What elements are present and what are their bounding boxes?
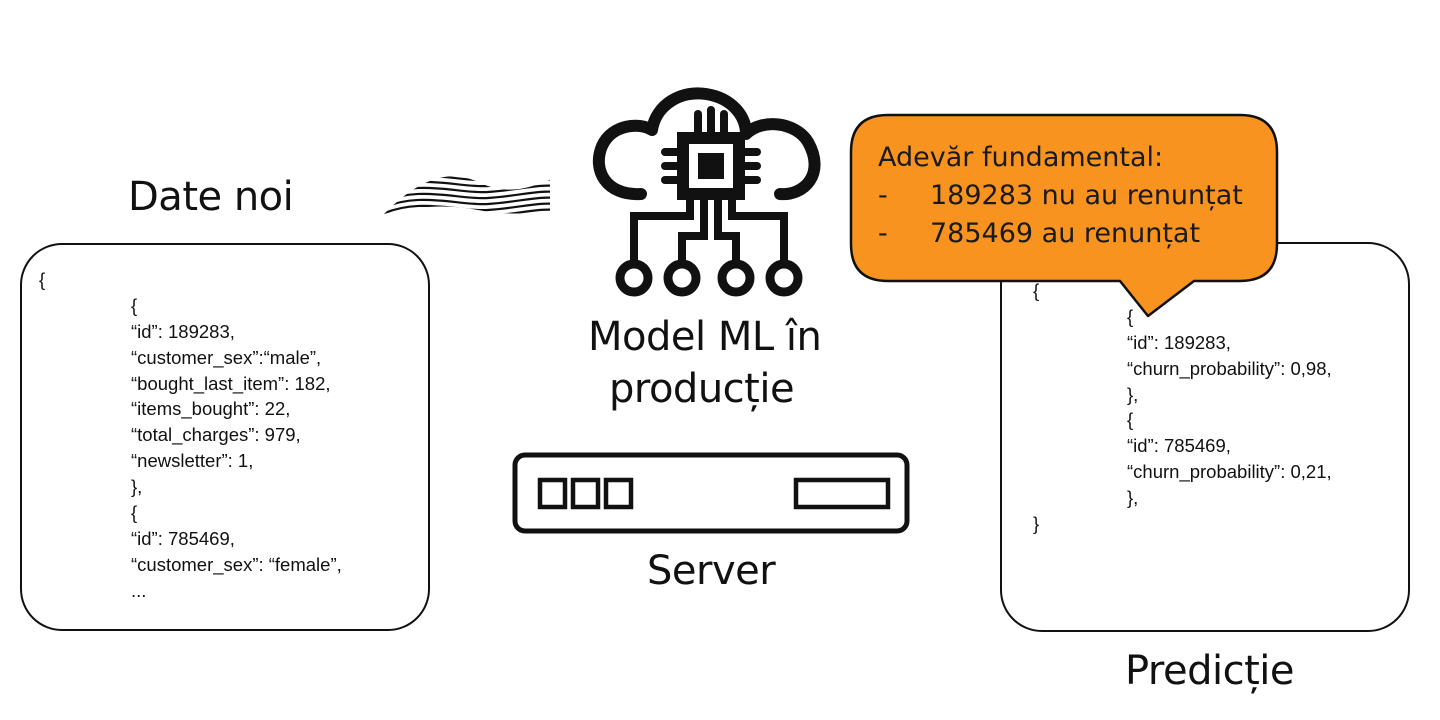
ground-truth-callout: [849, 113, 1279, 318]
code-line: “id”: 189283,: [131, 320, 235, 342]
code-line: {: [1127, 305, 1134, 327]
code-line: ...: [131, 579, 147, 601]
prediction-json: { { “id”: 189283, “churn_probability”: 0,98…: [1033, 278, 1332, 537]
code-line: {: [39, 269, 46, 290]
code-line: “id”: 785469,: [131, 527, 235, 549]
cloud-chip-icon: [592, 87, 821, 297]
new-data-json: { { “id”: 189283, “customer_sex”:“male”, “bo…: [39, 267, 342, 604]
code-line: }: [1033, 513, 1040, 535]
server-label: Server: [647, 548, 776, 594]
model-label-line-2: producție: [609, 366, 795, 412]
callout-content: Adevăr fundamental: -189283 nu au renunț…: [878, 139, 1243, 253]
code-line: “items_bought”: 22,: [131, 398, 291, 420]
right-panel-title: Predicție: [1125, 648, 1295, 694]
code-line: {: [131, 294, 138, 316]
code-line: “id”: 785469,: [1127, 435, 1231, 457]
left-panel-title: Date noi: [128, 174, 294, 220]
code-line: “churn_probability”: 0,21,: [1127, 461, 1332, 483]
code-line: “id”: 189283,: [1127, 331, 1231, 353]
new-data-panel: { { “id”: 189283, “customer_sex”:“male”, “bo…: [20, 243, 430, 631]
code-line: “newsletter”: 1,: [131, 450, 254, 472]
callout-title: Adevăr fundamental:: [878, 142, 1164, 173]
code-line: {: [1127, 409, 1134, 431]
callout-item: -785469 au renunțat: [878, 218, 1201, 249]
model-label-line-1: Model ML în: [588, 314, 822, 360]
code-line: “customer_sex”:“male”,: [131, 346, 322, 368]
server-rack-icon: [512, 452, 910, 534]
code-line: {: [131, 502, 138, 524]
code-line: {: [1033, 280, 1040, 301]
code-line: },: [131, 476, 143, 498]
callout-item: -189283 nu au renunțat: [878, 180, 1243, 211]
code-line: },: [1127, 383, 1139, 405]
wavy-arrow-icon: [384, 176, 550, 214]
code-line: “total_charges”: 979,: [131, 424, 301, 446]
code-line: “bought_last_item”: 182,: [131, 372, 331, 394]
code-line: “churn_probability”: 0,98,: [1127, 357, 1332, 379]
code-line: “customer_sex”: “female”,: [131, 553, 342, 575]
code-line: },: [1127, 487, 1139, 509]
